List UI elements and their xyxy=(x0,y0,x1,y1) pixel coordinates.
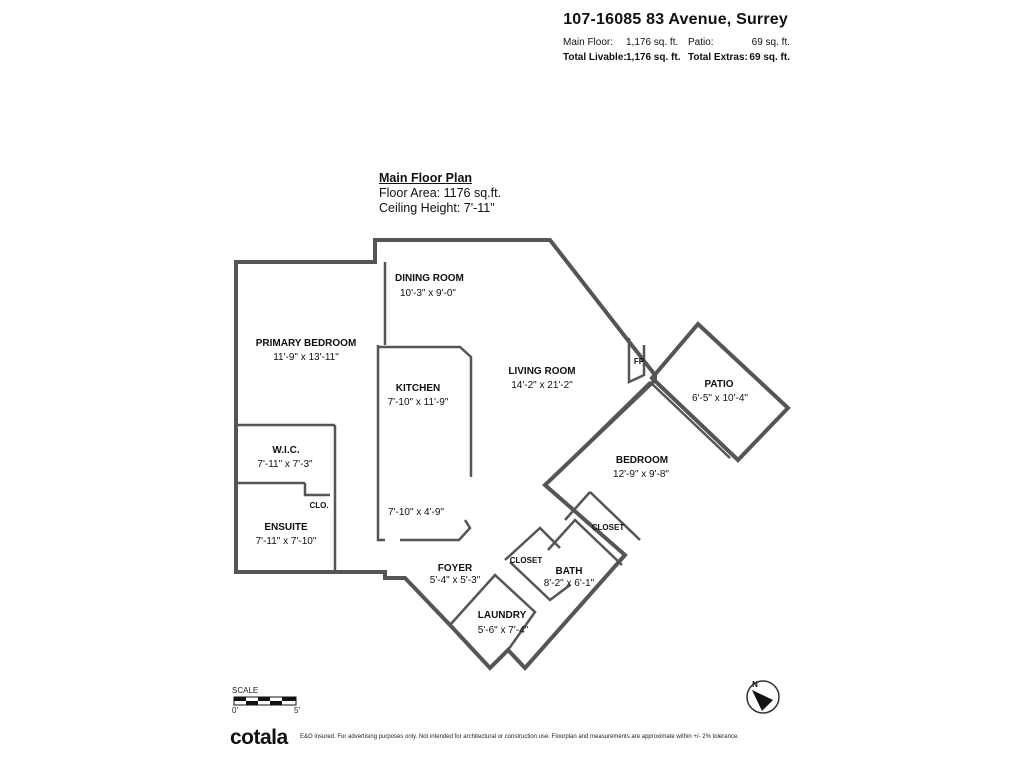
wall-clo xyxy=(303,483,330,497)
laundry-name: LAUNDRY xyxy=(478,610,527,621)
total-livable-value: 1,176 sq. ft. xyxy=(626,52,681,63)
wall-bedroom-bottom xyxy=(589,491,641,541)
patio-dim: 6'-5" x 10'-4" xyxy=(692,393,748,404)
bedroom-dim: 12'-9" x 9'-8" xyxy=(613,469,669,480)
wic-dim: 7'-11" x 7'-3" xyxy=(257,459,313,470)
brand-logo: cotala xyxy=(230,726,288,749)
kitchen-counter xyxy=(378,345,473,477)
wall-kitchen xyxy=(376,345,385,542)
foyer-dim: 5'-4" x 5'-3" xyxy=(430,575,481,586)
ensuite-dim: 7'-11" x 7'-10" xyxy=(256,536,317,547)
compass-icon: N xyxy=(746,680,780,714)
patio-name: PATIO xyxy=(704,379,733,390)
ensuite-name: ENSUITE xyxy=(264,522,308,533)
footer: cotala E&O insured. For advertising purp… xyxy=(230,726,790,754)
laundry-dim: 5'-6" x 7'-4" xyxy=(478,625,529,636)
kitchen-dim-2: 7'-10" x 4'-9" xyxy=(388,507,444,518)
primary-bedroom-dim: 11'-9" x 13'-11" xyxy=(273,352,339,363)
closet-label-left: CLOSET xyxy=(510,556,543,565)
kitchen-dim: 7'-10" x 11'-9" xyxy=(388,397,449,408)
dining-room-dim: 10'-3" x 9'-0" xyxy=(400,288,456,299)
ceiling-height: Ceiling Height: 7'-11" xyxy=(379,201,495,215)
main-floor-label: Main Floor: xyxy=(563,37,614,48)
main-floor-value: 1,176 sq. ft. xyxy=(626,37,679,48)
property-address: 107-16085 83 Avenue, Surrey xyxy=(563,11,788,28)
total-extras-value: 69 sq. ft. xyxy=(749,52,790,63)
fireplace-label: FP xyxy=(634,357,645,366)
wall-bedroom-top xyxy=(649,381,731,459)
patio-outline xyxy=(649,321,791,463)
closet-label-right: CLOSET xyxy=(592,523,625,532)
wall-closet-left xyxy=(504,526,561,561)
bedroom-name: BEDROOM xyxy=(616,455,668,466)
kitchen-name: KITCHEN xyxy=(396,383,440,394)
clo-label: CLO. xyxy=(309,501,328,510)
wall-laundry xyxy=(449,573,537,651)
bath-name: BATH xyxy=(555,566,582,577)
total-extras-label: Total Extras: xyxy=(688,52,748,63)
kitchen-counter-lower xyxy=(400,519,472,542)
patio-label: Patio: xyxy=(688,37,714,48)
patio-value: 69 sq. ft. xyxy=(751,37,790,48)
living-room-dim: 14'-2" x 21'-2" xyxy=(511,380,573,391)
wic-name: W.I.C. xyxy=(272,445,299,456)
primary-bedroom-name: PRIMARY BEDROOM xyxy=(256,338,357,349)
header: 107-16085 83 Avenue, Surrey Main Floor: … xyxy=(0,0,1024,70)
wall-bath-left xyxy=(509,561,571,602)
foyer-name: FOYER xyxy=(438,563,473,574)
living-room-name: LIVING ROOM xyxy=(508,366,575,377)
wall-bath xyxy=(547,518,623,566)
fireplace xyxy=(627,338,646,384)
plan-heading: Main Floor Plan xyxy=(379,171,473,185)
scale-start: 0' xyxy=(232,706,238,715)
plan-title: Main Floor Plan Floor Area: 1176 sq.ft. … xyxy=(379,171,501,216)
dining-room-name: DINING ROOM xyxy=(395,273,464,284)
scale-bar-icon xyxy=(233,696,297,706)
total-livable-label: Total Livable: xyxy=(563,52,627,63)
disclaimer: E&O insured. For advertising purposes on… xyxy=(300,734,739,740)
scale-label: SCALE xyxy=(232,686,259,695)
wall-closet-right xyxy=(564,491,591,521)
wall-bedroom xyxy=(544,381,651,486)
floor-area: Floor Area: 1176 sq.ft. xyxy=(379,186,502,200)
bath-dim: 8'-2" x 6'-1" xyxy=(544,578,595,589)
compass-label: N xyxy=(752,680,758,689)
scale-end: 5' xyxy=(294,706,300,715)
